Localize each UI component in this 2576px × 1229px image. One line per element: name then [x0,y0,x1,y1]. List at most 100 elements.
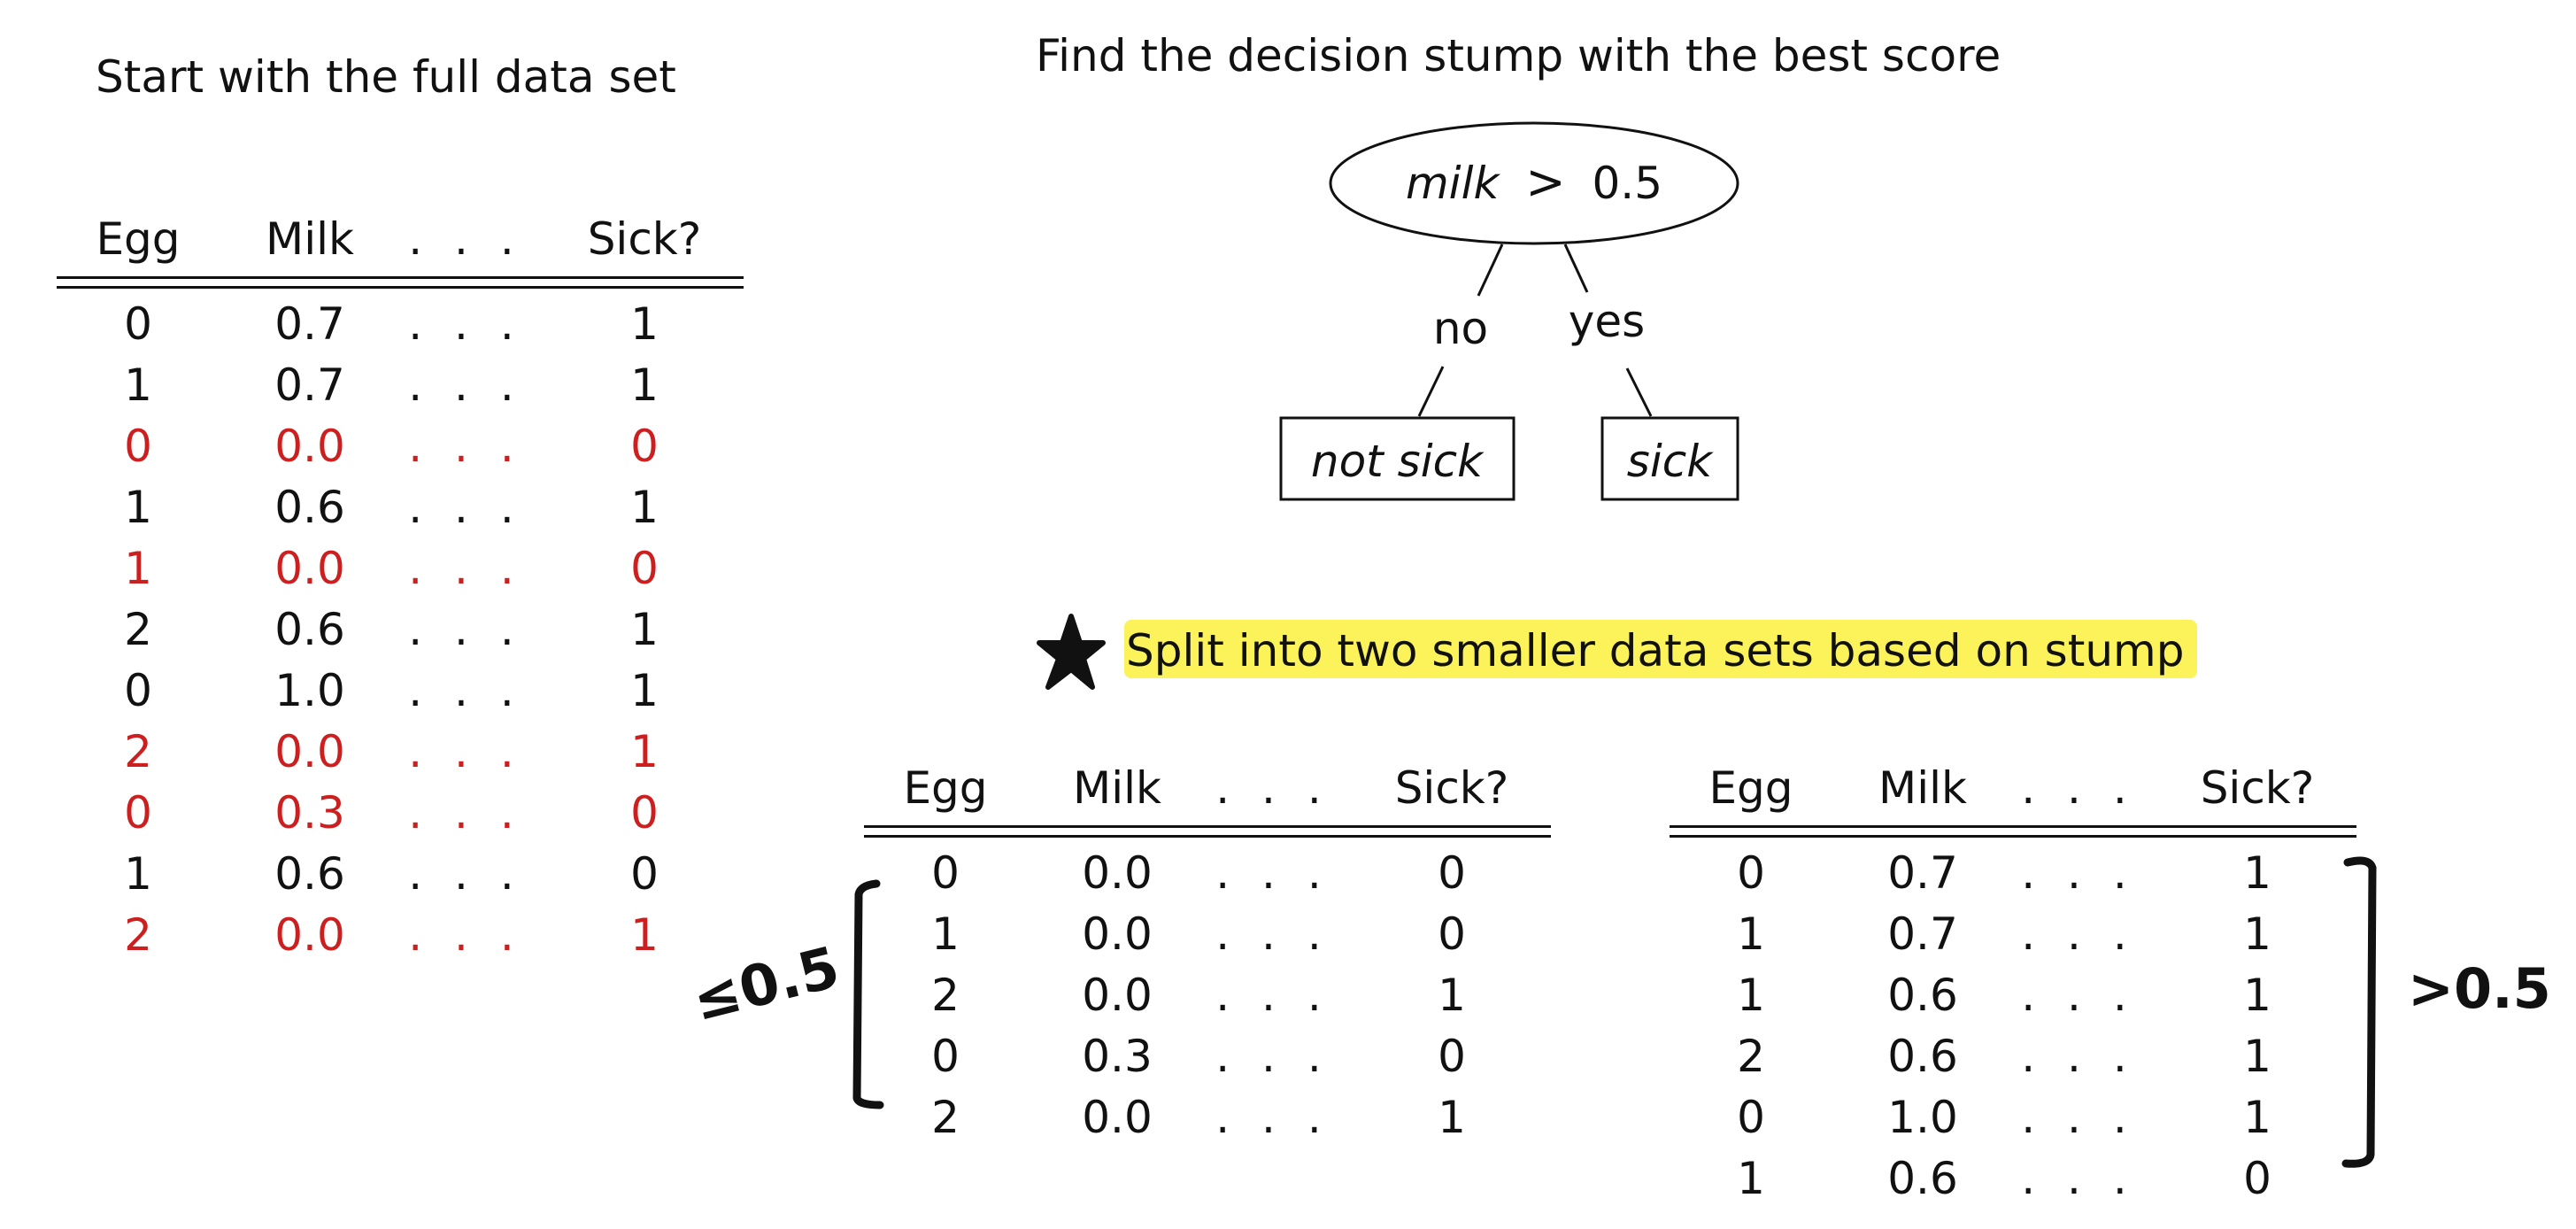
table-cell: 2 [124,604,152,655]
table-cell: 0 [630,787,659,839]
table-cell: . . . [408,787,523,839]
table-cell: 0.7 [1887,847,1958,899]
table-cell: 1 [1438,970,1466,1021]
header-cell: . . . [1215,762,1330,814]
header-cell: . . . [408,213,523,265]
edge-no-upper [1477,243,1504,297]
table-cell: 1 [630,359,659,411]
table-cell: 1 [630,909,659,961]
table-cell: 0.6 [274,482,345,533]
header-rule [864,835,1551,838]
header-cell: . . . [2021,762,2136,814]
table-cell: 2 [124,726,152,777]
table-cell: 1 [124,848,152,900]
table-cell: 1 [630,298,659,350]
table-cell: 1 [124,482,152,533]
header-cell: Egg [1708,762,1793,814]
table-cell: 1 [2243,1092,2271,1143]
table-cell: 0.7 [274,359,345,411]
table-cell: 0 [124,421,152,472]
header-rule [1670,825,2356,828]
table-cell: 0.0 [274,421,345,472]
edge-no-lower [1417,366,1445,417]
table-cell: 1 [2243,908,2271,960]
table-cell: 0.6 [1887,970,1958,1021]
table-row: 2 0.0 . . . 1 [57,722,744,783]
table-cell: . . . [2021,1153,2136,1204]
table-cell: 1 [2243,970,2271,1021]
table-row: 0 0.0 . . . 0 [864,843,1551,904]
table-cell: 1 [1737,908,1765,960]
table-cell: 2 [1737,1031,1765,1082]
table-cell: 1 [630,665,659,716]
header-rule [1670,835,2356,838]
table-cell: 1 [2243,1031,2271,1082]
table-cell: 0 [630,543,659,594]
table-cell: 1 [630,604,659,655]
table-cell: 1 [630,726,659,777]
split-highlight [1124,620,2197,678]
full-dataset-heading: Start with the full data set [96,51,676,103]
header-cell: Sick? [587,213,702,265]
table-cell: 0 [1737,1092,1765,1143]
table-cell: 2 [931,1092,960,1143]
table-cell: 0 [124,665,152,716]
table-cell: . . . [408,604,523,655]
table-row: 2 0.0 . . . 1 [864,1087,1551,1148]
leaf-sick [1600,416,1739,501]
table-cell: 0 [630,421,659,472]
table-cell: . . . [1215,1092,1330,1143]
table-row: 0 0.7 . . . 1 [57,294,744,355]
table-cell: 1 [124,359,152,411]
table-cell: . . . [408,726,523,777]
table-cell: 0.0 [1082,1092,1153,1143]
table-cell: 0 [1438,847,1466,899]
header-cell: Milk [1878,762,1967,814]
table-cell: 0.0 [1082,847,1153,899]
table-cell: 1 [124,543,152,594]
edge-yes-upper [1563,243,1589,293]
table-cell: 0 [931,847,960,899]
table-cell: 0 [124,787,152,839]
root-node [1329,121,1739,245]
table-cell: 0.0 [274,726,345,777]
split-text: Split into two smaller data sets based o… [1126,625,2185,676]
bracket-left [852,879,884,1109]
table-cell: 0.0 [1082,908,1153,960]
table-cell: 0 [124,298,152,350]
table-cell: 0 [1438,1031,1466,1082]
table-cell: . . . [1215,847,1330,899]
table-cell: . . . [1215,1031,1330,1082]
header-cell: Sick? [1394,762,1509,814]
table-cell: . . . [2021,970,2136,1021]
root-node-label: milk > 0.5 [1406,154,1662,210]
table-cell: . . . [2021,908,2136,960]
header-cell: Egg [96,213,181,265]
table-cell: 2 [931,970,960,1021]
table-cell: 2 [124,909,152,961]
header-cell: Egg [903,762,988,814]
table-cell: 0.7 [274,298,345,350]
table-cell: 0.6 [274,848,345,900]
table-cell: 1 [1438,1092,1466,1143]
table-cell: . . . [408,298,523,350]
table-cell: . . . [408,848,523,900]
table-cell: . . . [1215,908,1330,960]
table-cell: 0 [931,1031,960,1082]
